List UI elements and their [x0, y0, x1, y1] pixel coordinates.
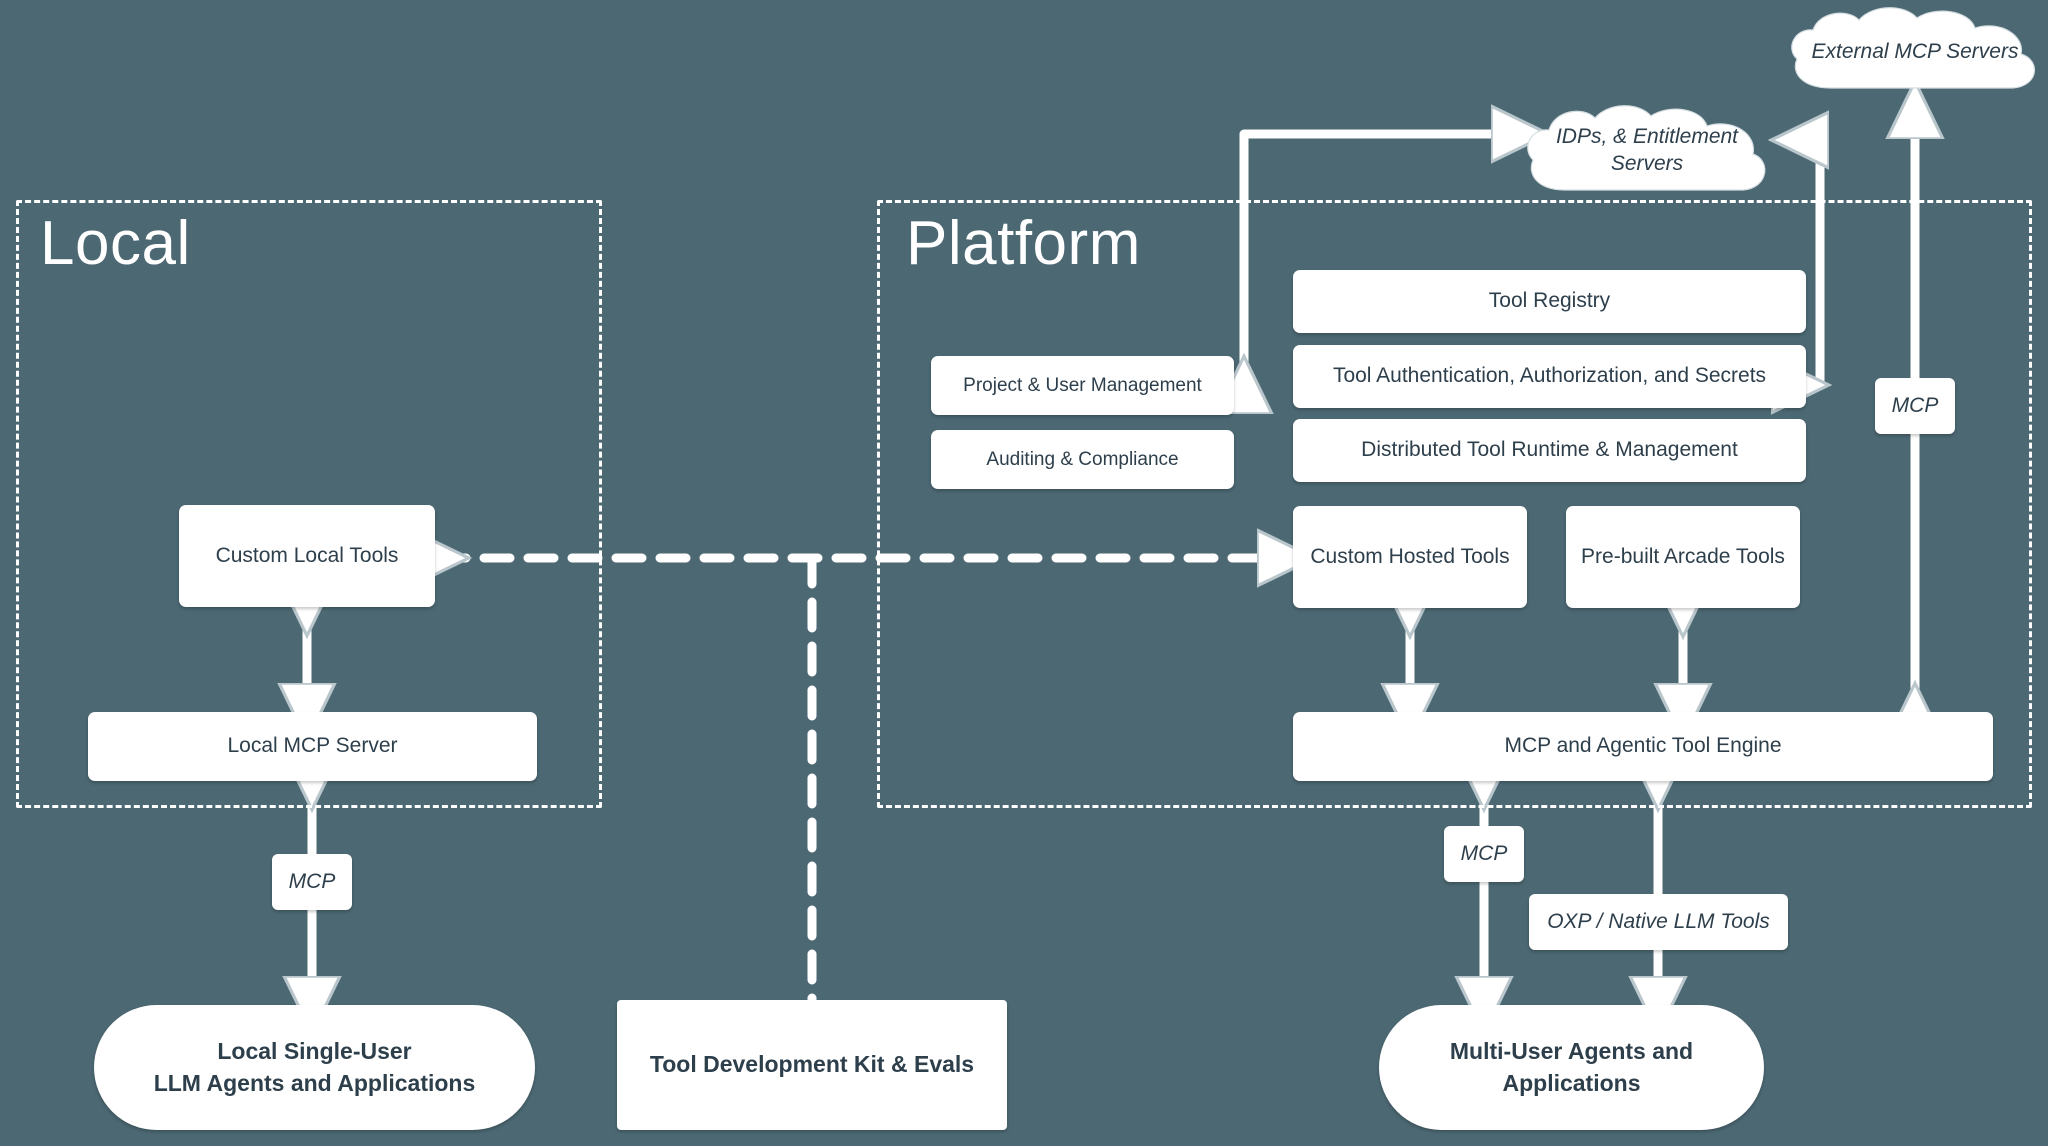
tag-mcp-platform-label: MCP	[1460, 841, 1508, 865]
cloud-external-mcp-servers: External MCP Servers	[1775, 4, 2048, 100]
tag-mcp-local-label: MCP	[288, 869, 336, 893]
zone-local	[16, 200, 602, 808]
node-multi-user-agents-applications[interactable]: Multi-User Agents and Applications	[1379, 1005, 1764, 1130]
node-tool-development-kit[interactable]: Tool Development Kit & Evals	[617, 1000, 1007, 1130]
node-distributed-tool-runtime-label: Distributed Tool Runtime & Management	[1361, 438, 1738, 462]
node-auditing-compliance[interactable]: Auditing & Compliance	[931, 430, 1234, 489]
node-pre-built-arcade-tools[interactable]: Pre-built Arcade Tools	[1566, 506, 1800, 608]
zone-platform	[877, 200, 2032, 808]
tag-mcp-external-label: MCP	[1891, 393, 1939, 417]
node-custom-local-tools-label: Custom Local Tools	[215, 543, 399, 567]
node-local-mcp-server[interactable]: Local MCP Server	[88, 712, 537, 781]
cloud-shape-icon	[1527, 105, 1766, 191]
tag-mcp-external: MCP	[1875, 378, 1955, 434]
cloud-external-mcp-label: External MCP Servers	[1811, 40, 2019, 64]
node-distributed-tool-runtime[interactable]: Distributed Tool Runtime & Management	[1293, 419, 1806, 482]
node-tool-development-kit-label: Tool Development Kit & Evals	[649, 1051, 975, 1078]
tag-mcp-local: MCP	[272, 854, 352, 910]
zone-local-title: Local	[40, 209, 191, 278]
node-tool-authentication-label: Tool Authentication, Authorization, and …	[1332, 364, 1767, 388]
tag-mcp-platform: MCP	[1444, 826, 1524, 882]
node-tool-registry-label: Tool Registry	[1488, 289, 1611, 313]
node-mcp-agentic-tool-engine[interactable]: MCP and Agentic Tool Engine	[1293, 712, 1993, 781]
node-mcp-agentic-tool-engine-label: MCP and Agentic Tool Engine	[1504, 734, 1782, 758]
node-multi-user-agents-line1: Multi-User Agents and	[1449, 1038, 1694, 1065]
node-local-agents-line1: Local Single-User	[217, 1038, 412, 1065]
cloud-shape-icon	[1791, 7, 2036, 89]
node-project-user-management[interactable]: Project & User Management	[931, 356, 1234, 415]
node-local-mcp-server-label: Local MCP Server	[227, 734, 398, 758]
node-pre-built-arcade-tools-label: Pre-built Arcade Tools	[1581, 544, 1785, 568]
tag-oxp-native-llm-tools-label: OXP / Native LLM Tools	[1547, 909, 1770, 933]
node-tool-authentication[interactable]: Tool Authentication, Authorization, and …	[1293, 345, 1806, 408]
node-local-agents-applications[interactable]: Local Single-User LLM Agents and Applica…	[94, 1005, 535, 1130]
node-custom-hosted-tools-label: Custom Hosted Tools	[1310, 544, 1510, 568]
node-auditing-compliance-label: Auditing & Compliance	[986, 448, 1179, 470]
node-project-user-management-label: Project & User Management	[963, 374, 1202, 396]
node-custom-hosted-tools[interactable]: Custom Hosted Tools	[1293, 506, 1527, 608]
zone-platform-title: Platform	[906, 209, 1141, 278]
cloud-idps-label: IDPs, & Entitlement Servers	[1555, 124, 1739, 175]
node-tool-registry[interactable]: Tool Registry	[1293, 270, 1806, 333]
node-custom-local-tools[interactable]: Custom Local Tools	[179, 505, 435, 607]
tag-oxp-native-llm-tools: OXP / Native LLM Tools	[1529, 894, 1788, 950]
node-local-agents-line2: LLM Agents and Applications	[153, 1069, 476, 1096]
node-multi-user-agents-line2: Applications	[1502, 1069, 1641, 1096]
cloud-idps-entitlement: IDPs, & Entitlement Servers	[1513, 98, 1781, 202]
